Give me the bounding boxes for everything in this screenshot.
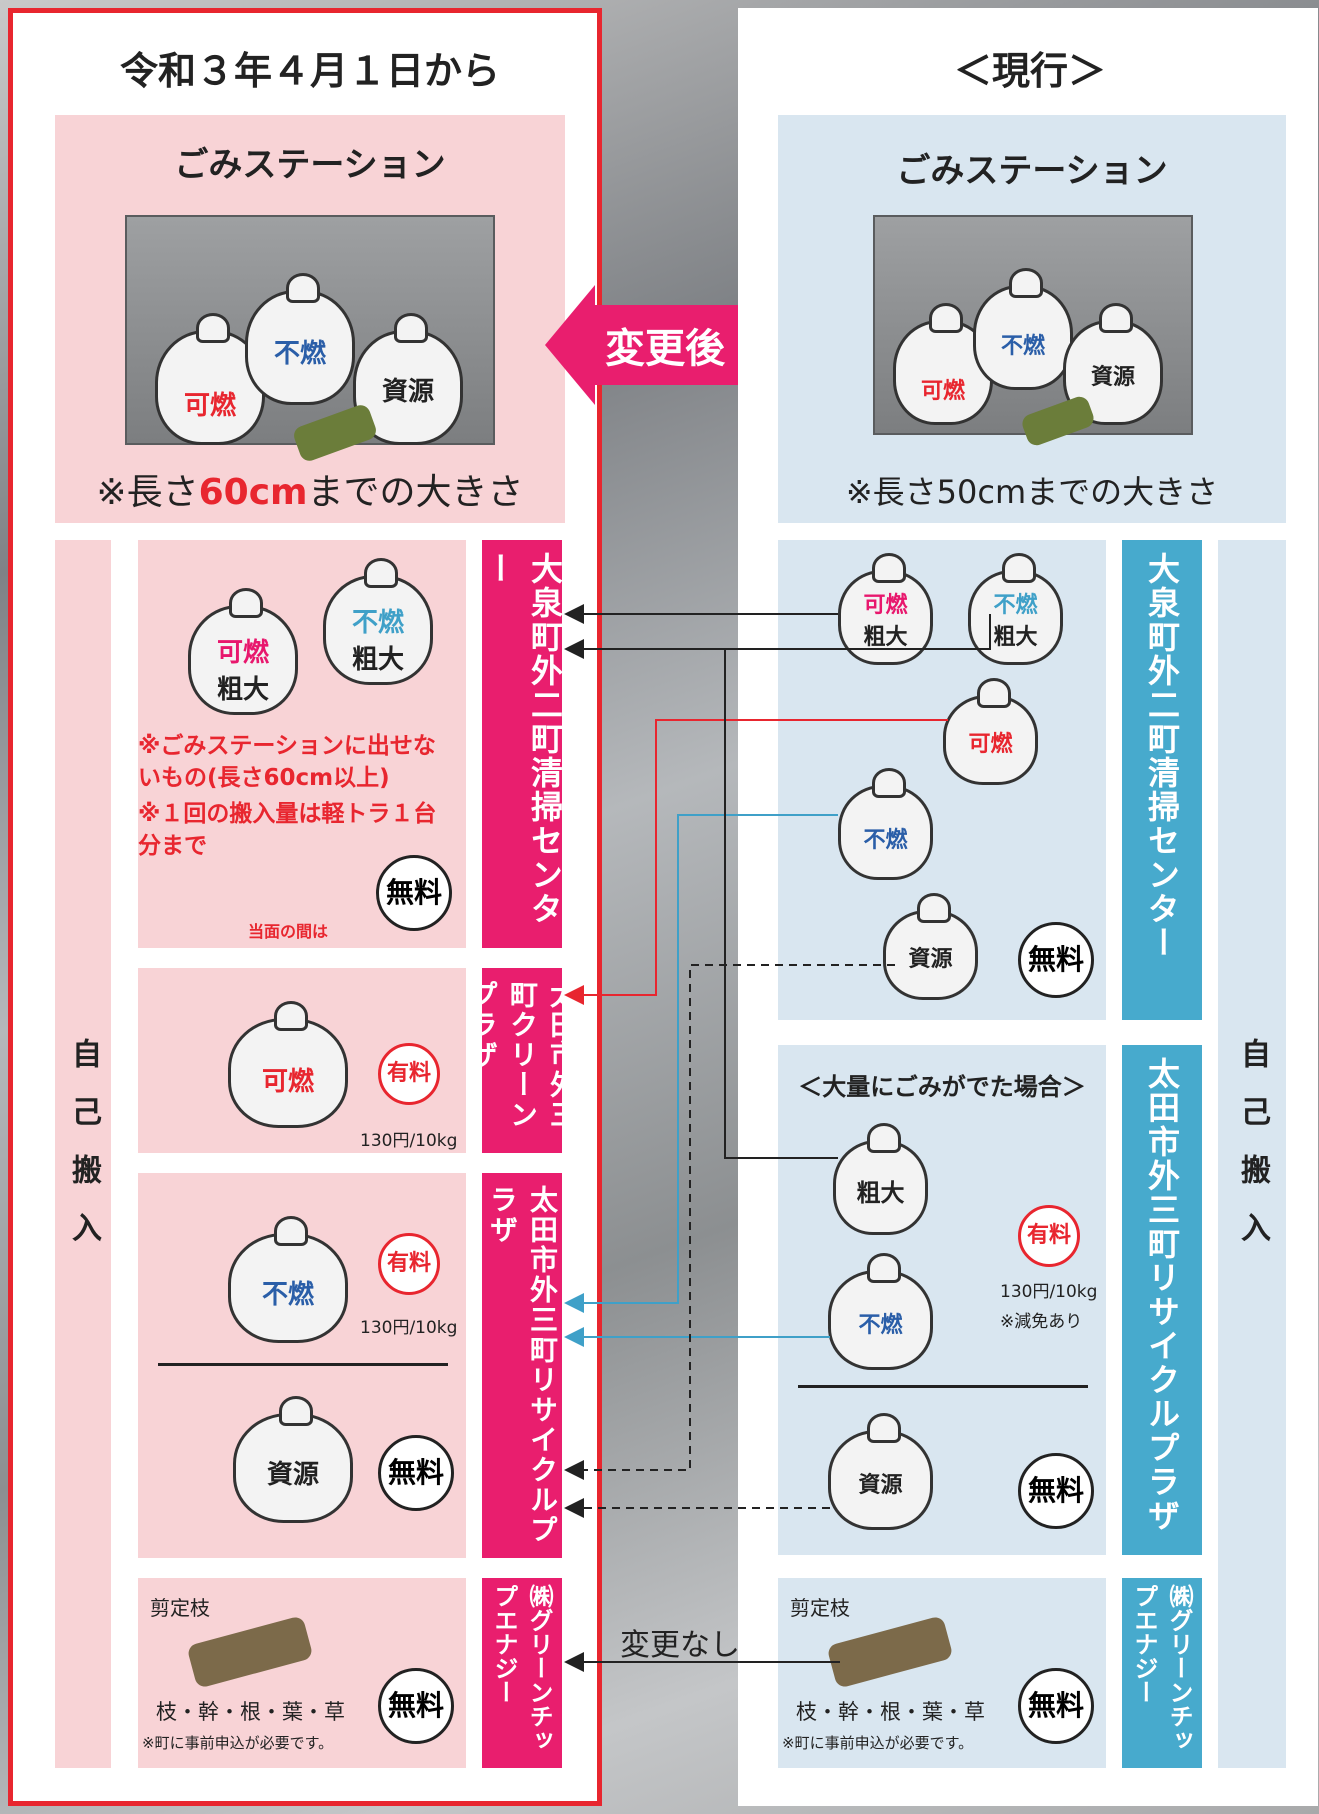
right-center-box: 可燃 粗大 不燃 粗大 可燃 不燃 資源 無料 bbox=[778, 540, 1106, 1020]
bag-label: 資源 bbox=[908, 947, 953, 972]
badge-free: 無料 bbox=[378, 1435, 454, 1511]
divider bbox=[158, 1363, 448, 1366]
connector-oversize-2 bbox=[564, 614, 991, 659]
change-arrow-label: 変更後 bbox=[590, 305, 740, 385]
bag-oversize-noncombustible: 不燃 粗大 bbox=[323, 558, 433, 685]
branches-label: 剪定枝 bbox=[150, 1596, 210, 1620]
bag-label: 可燃 bbox=[968, 732, 1013, 757]
bag-label: 可燃 bbox=[183, 391, 236, 421]
bag-noncombustible: 不燃 bbox=[973, 268, 1073, 390]
facility-green-chip-energy: ㈱グリーンチップエナジー bbox=[1122, 1578, 1202, 1768]
bag-label: 可燃 bbox=[920, 379, 965, 404]
left-station-box: ごみステーション 可燃 不燃 資源 ※長さ60cmまでの大きさ bbox=[55, 115, 565, 523]
bag-label: 資源 bbox=[858, 1473, 903, 1498]
bag-noncombustible: 不燃 bbox=[245, 273, 355, 405]
left-station-title: ごみステーション bbox=[174, 145, 446, 185]
connector-resource-1 bbox=[564, 964, 895, 1480]
bag-label: 資源 bbox=[266, 1460, 319, 1490]
right-self-carry-label: 自己搬入 bbox=[1218, 540, 1286, 1768]
bag-sublabel: 粗大 bbox=[351, 645, 404, 675]
left-noncombustible-box: 不燃 有料 130円/10kg 資源 無料 bbox=[138, 1173, 466, 1558]
size-suffix: までの大きさ bbox=[307, 472, 524, 513]
right-plaza-box: ＜大量にごみがでた場合＞ 粗大 不燃 有料 130円/10kg ※減免あり 資源… bbox=[778, 1045, 1106, 1555]
badge-free: 無料 bbox=[1018, 922, 1094, 998]
bag-label: 不燃 bbox=[273, 339, 326, 369]
bag-sublabel: 粗大 bbox=[993, 625, 1038, 650]
connector-noncombustible bbox=[564, 814, 838, 1313]
size-prefix: ※長さ bbox=[96, 472, 199, 513]
bag-resource: 資源 bbox=[828, 1413, 933, 1530]
right-title: ＜現行＞ bbox=[953, 49, 1106, 93]
facility-oizumi-cleaning-center: 大泉町外二町清掃センター bbox=[480, 540, 564, 948]
facility-green-chip-energy: ㈱グリーンチップエナジー bbox=[482, 1578, 562, 1768]
bag-label: 資源 bbox=[1090, 365, 1135, 390]
connector-oversize-plaza bbox=[724, 649, 838, 1159]
left-title: 令和３年４月１日から bbox=[119, 49, 500, 93]
branches-note: ※町に事前申込が必要です。 bbox=[782, 1734, 974, 1752]
bag-sublabel: 粗大 bbox=[863, 625, 908, 650]
bag-noncombustible: 不燃 bbox=[838, 768, 933, 880]
badge-free: 無料 bbox=[1018, 1453, 1094, 1529]
badge-paid: 有料 bbox=[1018, 1205, 1080, 1267]
facility-oizumi-cleaning-center: 大泉町外二町清掃センター bbox=[1122, 540, 1202, 1020]
bag-resource: 資源 bbox=[1063, 303, 1163, 425]
divider bbox=[798, 1385, 1088, 1388]
price-note: 130円/10kg bbox=[1000, 1282, 1098, 1302]
bag-combustible: 可燃 bbox=[228, 1001, 348, 1128]
facility-ota-recycle-plaza: 太田市外三町リサイクルプラザ bbox=[1122, 1045, 1202, 1555]
bag-noncombustible: 不燃 bbox=[228, 1216, 348, 1343]
bag-label: 不燃 bbox=[863, 828, 908, 853]
left-self-carry-label: 自己搬入 bbox=[55, 540, 111, 1768]
price-note: 130円/10kg bbox=[360, 1318, 458, 1338]
bag-label: 可燃 bbox=[261, 1067, 314, 1097]
bag-label: 不燃 bbox=[351, 608, 404, 638]
bag-oversize: 粗大 bbox=[833, 1123, 928, 1235]
facility-ota-recycle-plaza: 太田市外三町リサイクルプラザ bbox=[482, 1173, 562, 1558]
bag-label: 可燃 bbox=[216, 638, 269, 668]
bag-resource: 資源 bbox=[233, 1396, 353, 1523]
branches-label: 剪定枝 bbox=[790, 1596, 850, 1620]
left-oversize-box: 可燃 粗大 不燃 粗大 ※ごみステーションに出せないもの(長さ60cm以上) ※… bbox=[138, 540, 466, 948]
bag-label: 不燃 bbox=[858, 1313, 903, 1338]
bag-oversize-combustible: 可燃 粗大 bbox=[188, 588, 298, 715]
bag-label: 不燃 bbox=[261, 1280, 314, 1310]
right-branches-box: 剪定枝 枝・幹・根・葉・草 ※町に事前申込が必要です。 無料 bbox=[778, 1578, 1106, 1768]
bag-label: 不燃 bbox=[993, 593, 1038, 618]
bag-label: 不燃 bbox=[1000, 334, 1045, 359]
bag-sublabel: 粗大 bbox=[216, 675, 269, 705]
bag-combustible: 可燃 bbox=[943, 678, 1038, 785]
change-arrow-head bbox=[545, 285, 595, 405]
bag-resource: 資源 bbox=[883, 893, 978, 1000]
price-note: 130円/10kg bbox=[360, 1131, 458, 1151]
right-size-note: ※長さ50cmまでの大きさ bbox=[845, 473, 1219, 511]
left-combustible-box: 可燃 有料 130円/10kg bbox=[138, 968, 466, 1153]
no-change-label: 変更なし bbox=[620, 1628, 740, 1663]
branches-items: 枝・幹・根・葉・草 bbox=[796, 1700, 985, 1724]
bag-combustible: 可燃 bbox=[893, 303, 993, 425]
oversize-note-1: ※ごみステーションに出せないもの(長さ60cm以上) bbox=[138, 733, 436, 791]
oversize-note-3: 当面の間は bbox=[248, 922, 329, 941]
plaza-heading: ＜大量にごみがでた場合＞ bbox=[798, 1073, 1086, 1101]
connector-combustible bbox=[564, 719, 948, 1005]
left-branches-box: 剪定枝 枝・幹・根・葉・草 ※町に事前申込が必要です。 無料 bbox=[138, 1578, 466, 1768]
bag-label: 資源 bbox=[381, 377, 434, 407]
badge-free: 無料 bbox=[1018, 1668, 1094, 1744]
branches-note: ※町に事前申込が必要です。 bbox=[142, 1734, 334, 1752]
left-size-note: ※長さ60cmまでの大きさ bbox=[55, 463, 565, 515]
oversize-note-2: ※１回の搬入量は軽トラ１台分まで bbox=[138, 801, 437, 859]
right-station-title: ごみステーション bbox=[896, 151, 1168, 191]
bag-label: 粗大 bbox=[856, 1179, 905, 1207]
badge-paid: 有料 bbox=[378, 1233, 440, 1295]
badge-paid: 有料 bbox=[378, 1043, 440, 1105]
reduction-note: ※減免あり bbox=[1000, 1312, 1083, 1332]
bag-label: 可燃 bbox=[863, 593, 908, 618]
right-station-box: ごみステーション 可燃 不燃 資源 ※長さ50cmまでの大きさ bbox=[778, 115, 1286, 523]
bag-noncombustible: 不燃 bbox=[828, 1253, 933, 1370]
badge-free: 無料 bbox=[378, 1668, 454, 1744]
badge-free: 無料 bbox=[376, 855, 452, 931]
branches-items: 枝・幹・根・葉・草 bbox=[156, 1700, 345, 1724]
size-value: 60cm bbox=[198, 472, 308, 513]
